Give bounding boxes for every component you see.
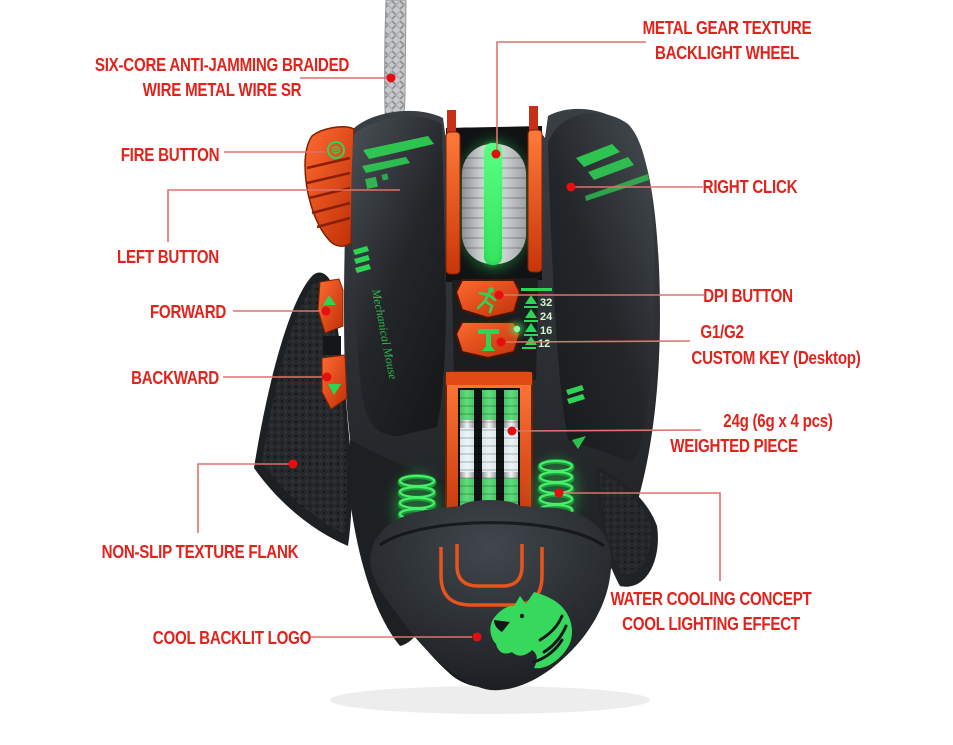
callout-label-water-cooling: WATER COOLING CONCEPT COOL LIGHTING EFFE… xyxy=(610,589,812,634)
callout-line-weight xyxy=(516,429,702,432)
status-led xyxy=(513,325,521,333)
palm-orange-trim xyxy=(439,544,544,607)
dpi-cluster xyxy=(452,278,538,382)
callout-line-custom xyxy=(505,340,691,343)
left-plate-decals xyxy=(353,136,434,273)
callout-label-weight-2: WEIGHTED PIECE xyxy=(670,436,798,456)
callout-label-left-button: LEFT BUTTON xyxy=(117,247,219,267)
scroll-wheel xyxy=(462,143,526,265)
wheel-rail-left xyxy=(445,131,461,275)
dpi-level-4: 12 xyxy=(538,338,550,350)
down-arrow-icon xyxy=(328,384,341,395)
fire-button xyxy=(304,126,355,247)
callout-label-backward: BACKWARD xyxy=(131,368,219,388)
callout-label-backlight-wheel: METAL GEAR TEXTURE BACKLIGHT WHEEL xyxy=(642,18,812,63)
callout-label-fire-button: FIRE BUTTON xyxy=(120,145,220,165)
scroll-wheel-assembly xyxy=(445,106,543,282)
right-grip-fin xyxy=(596,466,658,587)
weighted-piece xyxy=(445,371,533,523)
up-arrow-icon xyxy=(323,295,336,305)
callout-dots xyxy=(288,73,576,642)
callout-label-forward: FORWARD xyxy=(149,302,227,322)
dpi-button xyxy=(454,279,522,320)
side-button-gap xyxy=(323,336,341,355)
runner-icon xyxy=(476,287,497,314)
callout-line-cooling xyxy=(564,492,721,581)
wheel-rail-right xyxy=(527,129,543,273)
callout-label-right-click: RIGHT CLICK xyxy=(702,177,798,197)
right-rail-tip xyxy=(529,106,538,136)
callout-label-dpi-button: DPI BUTTON xyxy=(703,286,793,306)
callout-line-wheel xyxy=(496,41,646,150)
callout-label-braided-wire: SIX-CORE ANTI-JAMMING BRAIDED WIRE METAL… xyxy=(94,55,350,100)
callout-line-flank xyxy=(197,463,289,533)
mouse-shadow xyxy=(330,686,650,714)
palm-rest xyxy=(370,500,612,691)
callout-label-non-slip-flank: NON-SLIP TEXTURE FLANK xyxy=(101,542,299,562)
callout-label-weight-1: 24g (6g x 4 pcs) xyxy=(723,411,833,431)
backward-button xyxy=(321,354,348,410)
callout-label-custom-key-1: G1/G2 xyxy=(700,322,744,342)
left-rail-tip xyxy=(447,110,456,138)
dpi-indicator: 32 24 16 12 xyxy=(521,288,553,350)
dpi-level-2: 24 xyxy=(540,311,553,323)
callout-lines xyxy=(167,41,721,638)
dpi-triangle-icon xyxy=(522,295,538,349)
callout-line-left xyxy=(167,189,400,242)
custom-key-t-icon xyxy=(478,329,499,351)
forward-button xyxy=(317,278,344,334)
dpi-level-1: 32 xyxy=(540,297,552,309)
callout-label-backlit-logo: COOL BACKLIT LOGO xyxy=(152,628,312,648)
callout-label-custom-key-2: CUSTOM KEY (Desktop) xyxy=(691,348,861,368)
left-click-button: Mechanical Mouse xyxy=(351,116,446,436)
dpi-level-3: 16 xyxy=(540,325,552,337)
fire-emblem-icon xyxy=(327,141,345,159)
wolf-logo-icon xyxy=(490,592,572,669)
